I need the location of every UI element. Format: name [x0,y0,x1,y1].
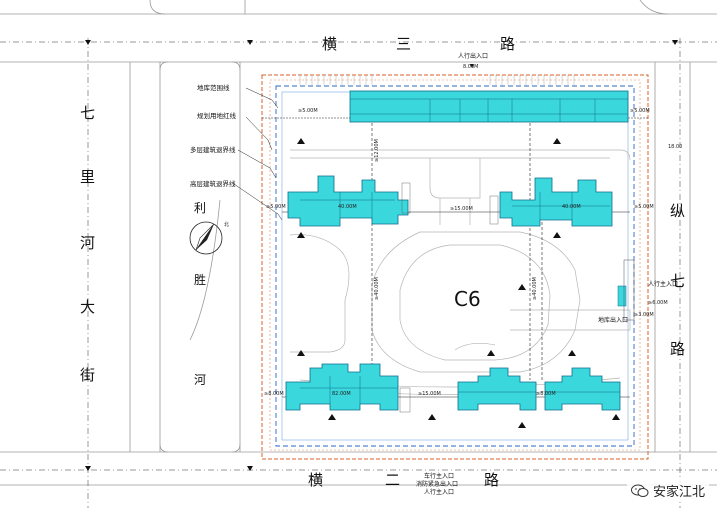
river-char-1: 利 [194,201,206,215]
planning-red-line [261,74,649,460]
dim-vert-12: ≥12.00M [374,139,380,162]
road-west-char-4: 大 [80,298,95,316]
road-east-char-1: 纵 [670,202,685,220]
dim-b2: 40.00M [562,204,581,210]
dim-north-5a: ≥5.00M [298,108,318,114]
legend-high-rise-setback: 高层建筑退界线 [190,179,236,188]
entrance-east-pedestrian: 人行主入口 [648,280,678,288]
road-west-char-2: 里 [80,168,95,186]
east-ramp [623,259,635,321]
building-tower-2 [489,177,613,227]
dim-west-bottom: ≥8.00M [264,391,284,397]
plot-label: C6 [454,287,481,311]
building-north-commercial [349,90,629,123]
entrance-south-pedestrian: 人行主入口 [424,488,454,496]
dim-east-5: ≥5.00M [634,204,654,210]
road-south-char-2: 二 [385,471,400,489]
dim-vert-40b: ≥40.00M [532,277,538,300]
river-char-3: 河 [194,373,206,387]
road-west-char-1: 七 [80,104,95,122]
building-tower-3 [285,363,411,413]
wechat-icon [630,484,649,497]
road-west-char-5: 街 [80,366,95,384]
north-parking [299,75,575,85]
road-east-char-2: 七 [670,272,685,290]
road-north-char-2: 三 [396,35,411,53]
river-char-2: 胜 [194,272,206,287]
basement-range-line [269,79,641,451]
road-south-char-1: 横 [308,471,323,489]
entrance-south-fire: 消防紧急出入口 [416,480,458,488]
dim-vert-40a: ≥40.00M [374,277,380,300]
road-west-char-3: 河 [80,234,95,252]
north-entrance-arrow-icon [470,64,474,68]
entrance-south-vehicle: 车行主入口 [424,472,454,480]
legend-planning-red-line: 规划用地红线 [197,111,237,120]
legend-multi-storey-setback: 多层建筑退界线 [190,145,236,154]
legend-basement-range: 地库范围线 [197,83,230,92]
north-arrow-icon [189,221,223,255]
road-north-char-1: 横 [322,35,337,53]
dim-mid-spacing: ≥15.00M [450,206,473,212]
dim-b3: 82.00M [332,391,351,397]
dim-north-8: 8.00M [463,64,478,70]
dim-east-18: 18.00 [668,144,682,150]
watermark-text: 安家江北 [652,485,705,500]
site-markers [297,138,620,428]
road-north-char-3: 路 [500,35,515,53]
compass-label: 北 [224,221,229,228]
dim-north-5b: ≥5.00M [630,108,650,114]
dimension-grid [262,117,648,398]
entrance-north-pedestrian: 人行出入口 [458,52,488,60]
entrance-east-basement: 地库出入口 [598,316,628,324]
legend-leaders [233,87,283,221]
dim-west-spacing: ≥5.00M [266,204,286,210]
road-east-char-3: 路 [670,340,685,358]
dim-b4: ≥8.00M [536,391,556,397]
dim-east-3: ≥3.00M [634,312,654,318]
dim-south-spacing: ≥15.00M [418,391,441,397]
dim-east-6: ≥6.00M [648,300,668,306]
road-edges [0,0,717,486]
road-south-char-3: 路 [484,471,499,489]
road-centerlines [0,38,717,508]
corner-markers [85,40,678,471]
dim-b1: 40.00M [338,204,357,210]
east-structure [617,285,627,307]
building-tower-1 [287,175,411,227]
building-tower-4 [457,367,621,411]
watermark: 安家江北 [626,479,709,502]
